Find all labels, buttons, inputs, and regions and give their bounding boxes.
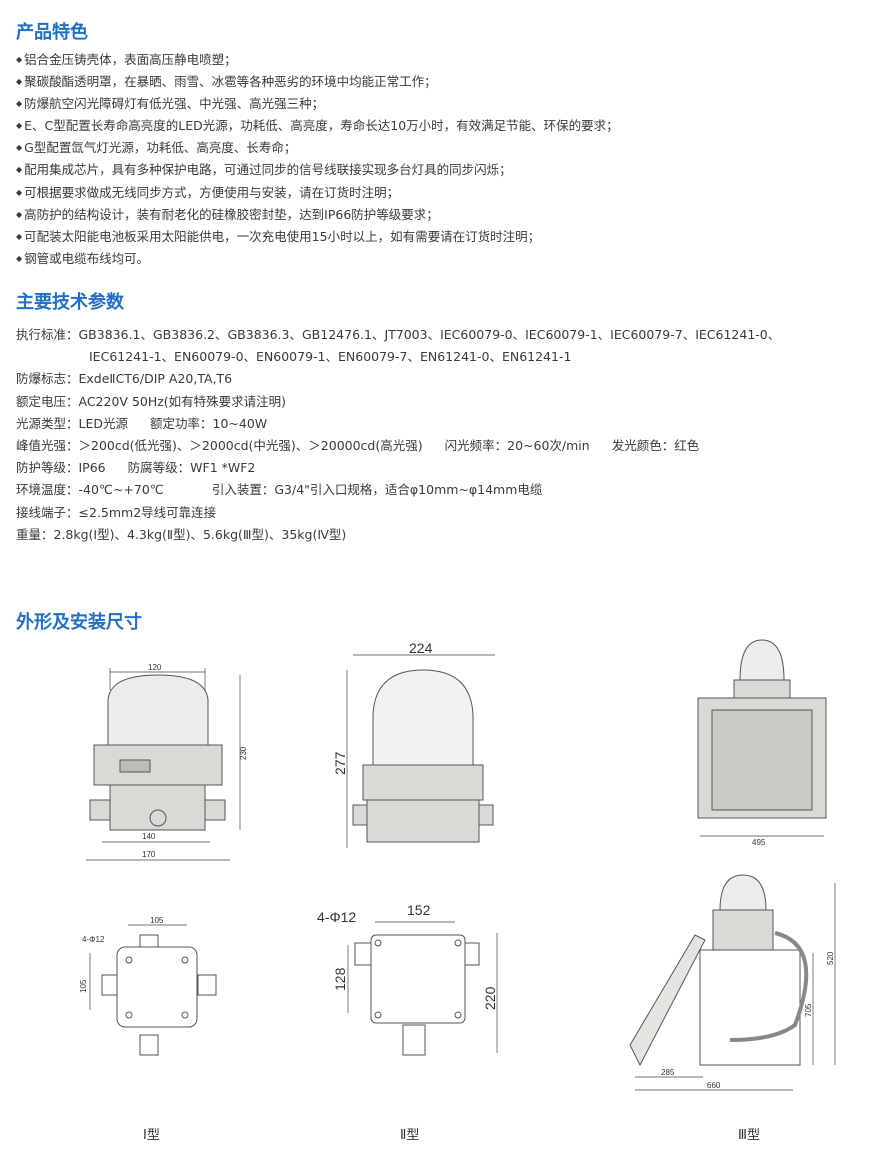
spec-flash-rate: 闪光频率：20~60次/min (444, 438, 590, 454)
dim-label: 120 (148, 663, 162, 672)
spec-temperature: 环境温度：-40℃~+70℃ (16, 482, 164, 498)
list-item: 聚碳酸酯透明罩，在暴晒、雨雪、冰雹等各种恶劣的环境中均能正常工作； (16, 71, 619, 93)
type1-base-drawing: 105 4-Φ12 105 (79, 916, 217, 1056)
dim-label: 4-Φ12 (82, 935, 105, 944)
dim-label: 285 (661, 1068, 675, 1077)
features-heading: 产品特色 (16, 22, 88, 43)
spec-protection: 防护等级：IP66 (16, 460, 106, 476)
list-item: 可配装太阳能电池板采用太阳能供电，一次充电使用15小时以上，如有需要请在订货时注… (16, 226, 619, 248)
dim-label: 152 (407, 902, 431, 918)
type3-label: Ⅲ型 (738, 1128, 760, 1143)
spec-voltage: 额定电压：AC220V 50Hz(如有特殊要求请注明) (16, 393, 287, 409)
dim-label: 140 (142, 832, 156, 841)
spec-standards-cont: IEC61241-1、EN60079-0、EN60079-1、EN60079-7… (89, 349, 572, 365)
list-item: 可根据要求做成无线同步方式，方便使用与安装，请在订货时注明； (16, 182, 619, 204)
dim-label: 105 (79, 979, 88, 993)
list-item: 配用集成芯片，具有多种保护电路，可通过同步的信号线联接实现多台灯具的同步闪烁； (16, 159, 619, 181)
dimensions-heading: 外形及安装尺寸 (16, 612, 142, 633)
type3-side-drawing: 520 705 285 660 (629, 874, 836, 1091)
list-item: E、C型配置长寿命高亮度的LED光源，功耗低、高亮度，寿命长达10万小时，有效满… (16, 115, 619, 137)
dim-label: 128 (332, 967, 348, 991)
spec-power: 额定功率：10~40W (150, 415, 268, 431)
dim-label: 170 (142, 850, 156, 859)
spec-intensity-row: 峰值光强：＞200cd(低光强)、＞2000cd(中光强)、＞20000cd(高… (16, 435, 780, 457)
list-item: G型配置氙气灯光源，功耗低、高亮度、长寿命； (16, 137, 619, 159)
dim-label: 105 (150, 916, 164, 925)
spec-light-source: 光源类型：LED光源 额定功率：10~40W (16, 413, 780, 435)
type2-front-drawing: 224 277 (332, 640, 495, 848)
specs-list: 执行标准：GB3836.1、GB3836.2、GB3836.3、GB12476.… (16, 324, 780, 546)
list-item: 钢管或电缆布线均可。 (16, 248, 619, 270)
features-list: 铝合金压铸壳体，表面高压静电喷塑； 聚碳酸酯透明罩，在暴晒、雨雪、冰雹等各种恶劣… (16, 49, 619, 270)
dim-label: 495 (752, 838, 766, 847)
type2-label: Ⅱ型 (400, 1128, 420, 1143)
dim-label: 660 (707, 1081, 721, 1090)
list-item: 铝合金压铸壳体，表面高压静电喷塑； (16, 49, 619, 71)
specs-heading: 主要技术参数 (16, 292, 124, 313)
type1-front-drawing: 120 230 140 170 (86, 663, 248, 861)
dim-label: 277 (332, 751, 348, 775)
dim-label: 705 (804, 1003, 813, 1017)
type3-front-drawing: 495 (697, 639, 827, 847)
spec-color: 发光颜色：红色 (611, 438, 700, 454)
dim-label: 4-Φ12 (317, 909, 356, 925)
list-item: 高防护的结构设计，装有耐老化的硅橡胶密封垫，达到IP66防护等级要求； (16, 204, 619, 226)
spec-entry: 引入装置：G3/4"引入口规格，适合φ10mm~φ14mm电缆 (211, 482, 543, 498)
type2-base-drawing: 4-Φ12 152 128 220 (317, 902, 498, 1056)
list-item: 防爆航空闪光障碍灯有低光强、中光强、高光强三种； (16, 93, 619, 115)
spec-temperature-row: 环境温度：-40℃~+70℃ 引入装置：G3/4"引入口规格，适合φ10mm~φ1… (16, 479, 780, 501)
spec-protection-row: 防护等级：IP66 防腐等级：WF1 *WF2 (16, 457, 780, 479)
spec-standards: 执行标准：GB3836.1、GB3836.2、GB3836.3、GB12476.… (16, 327, 781, 342)
spec-weight: 重量：2.8kg(Ⅰ型)、4.3kg(Ⅱ型)、5.6kg(Ⅲ型)、35kg(Ⅳ型… (16, 526, 347, 542)
spec-peak-intensity: 峰值光强：＞200cd(低光强)、＞2000cd(中光强)、＞20000cd(高… (16, 438, 423, 454)
spec-terminal: 接线端子：≤2.5mm2导线可靠连接 (16, 504, 217, 520)
spec-light-source-value: 光源类型：LED光源 (16, 415, 128, 431)
spec-ex-mark: 防爆标志：ExdeⅡCT6/DIP A20,TA,T6 (16, 371, 233, 387)
dim-label: 220 (482, 986, 498, 1010)
type1-label: Ⅰ型 (143, 1128, 160, 1143)
dim-label: 520 (826, 951, 835, 965)
dim-label: 230 (239, 746, 248, 760)
dim-label: 224 (409, 640, 433, 656)
spec-anticorrosion: 防腐等级：WF1 *WF2 (127, 460, 256, 476)
